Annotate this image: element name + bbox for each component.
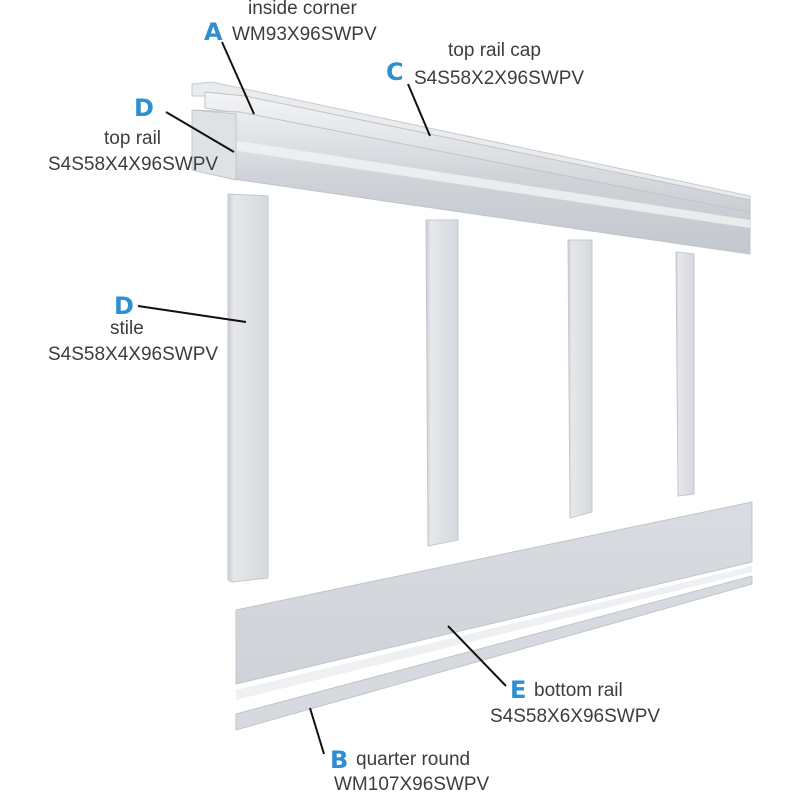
leader-line-c	[407, 83, 431, 137]
stile-4	[675, 251, 695, 497]
callout-c-letter: C	[386, 58, 404, 86]
callout-b-sku: WM107X96SWPV	[334, 774, 490, 795]
callout-b-name: quarter round	[356, 749, 471, 770]
bottom-rail	[235, 501, 753, 685]
callout-d-stile-name: stile	[110, 318, 144, 339]
callout-a-name: inside corner	[248, 0, 357, 19]
leader-line-e	[447, 625, 507, 687]
stile-2	[425, 219, 459, 547]
leader-line-b	[309, 707, 325, 755]
stile-1	[227, 193, 269, 583]
callout-a-sku: WM93X96SWPV	[232, 24, 377, 45]
stile-3	[567, 239, 593, 519]
quarter-round	[235, 575, 753, 731]
top-rail-face	[191, 109, 237, 181]
leader-line-a	[221, 41, 255, 115]
callout-b-letter: B	[330, 746, 349, 774]
callout-e-letter: E	[510, 676, 527, 704]
leader-line-d-stile	[137, 305, 247, 323]
callout-a-letter: A	[204, 18, 223, 46]
callout-e-sku: S4S58X6X96SWPV	[490, 706, 661, 727]
quarter-round-gap	[236, 566, 752, 700]
callout-c-sku: S4S58X2X96SWPV	[414, 68, 585, 89]
callout-c-name: top rail cap	[448, 40, 541, 61]
callout-d-top-sku: S4S58X4X96SWPV	[48, 154, 219, 175]
callout-d-stile-letter: D	[114, 292, 134, 320]
callout-e-name: bottom rail	[534, 680, 623, 701]
callout-d-top-letter: D	[134, 94, 154, 122]
callout-d-stile-sku: S4S58X4X96SWPV	[48, 344, 219, 365]
leader-line-d-top	[165, 111, 235, 153]
top-rail-highlight	[232, 140, 750, 228]
callout-d-top-name: top rail	[104, 128, 162, 149]
